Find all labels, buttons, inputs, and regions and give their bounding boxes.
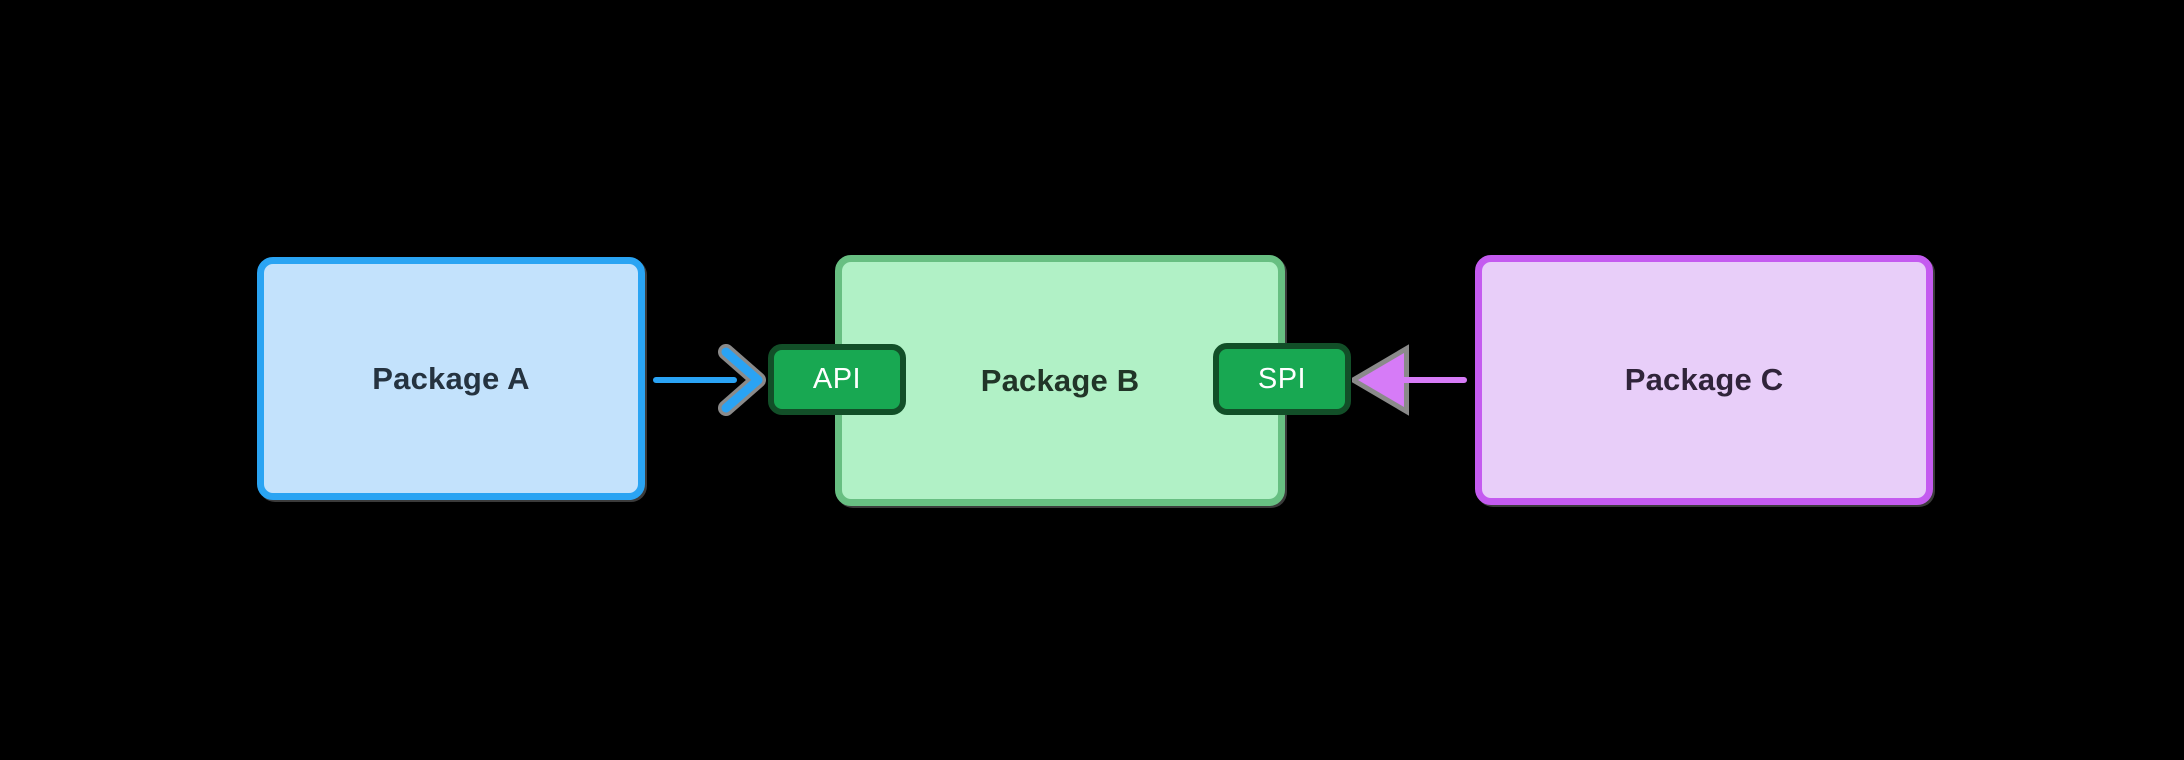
spi-badge-label: SPI	[1257, 362, 1307, 395]
package-b-node: Package B	[835, 255, 1285, 506]
package-b-label: Package B	[980, 362, 1140, 398]
triangle-arrowhead-icon	[1358, 353, 1404, 407]
package-a-node: Package A	[257, 257, 645, 500]
arrow-c-to-spi	[1352, 344, 1467, 416]
api-badge: API	[768, 344, 906, 415]
package-c-label: Package C	[1624, 362, 1784, 397]
chevron-arrowhead-icon	[721, 347, 763, 413]
arrow-a-to-api	[653, 344, 766, 416]
api-badge-label: API	[812, 363, 862, 395]
package-c-node: Package C	[1475, 255, 1933, 505]
spi-badge: SPI	[1213, 343, 1351, 415]
package-a-label: Package A	[372, 360, 530, 396]
